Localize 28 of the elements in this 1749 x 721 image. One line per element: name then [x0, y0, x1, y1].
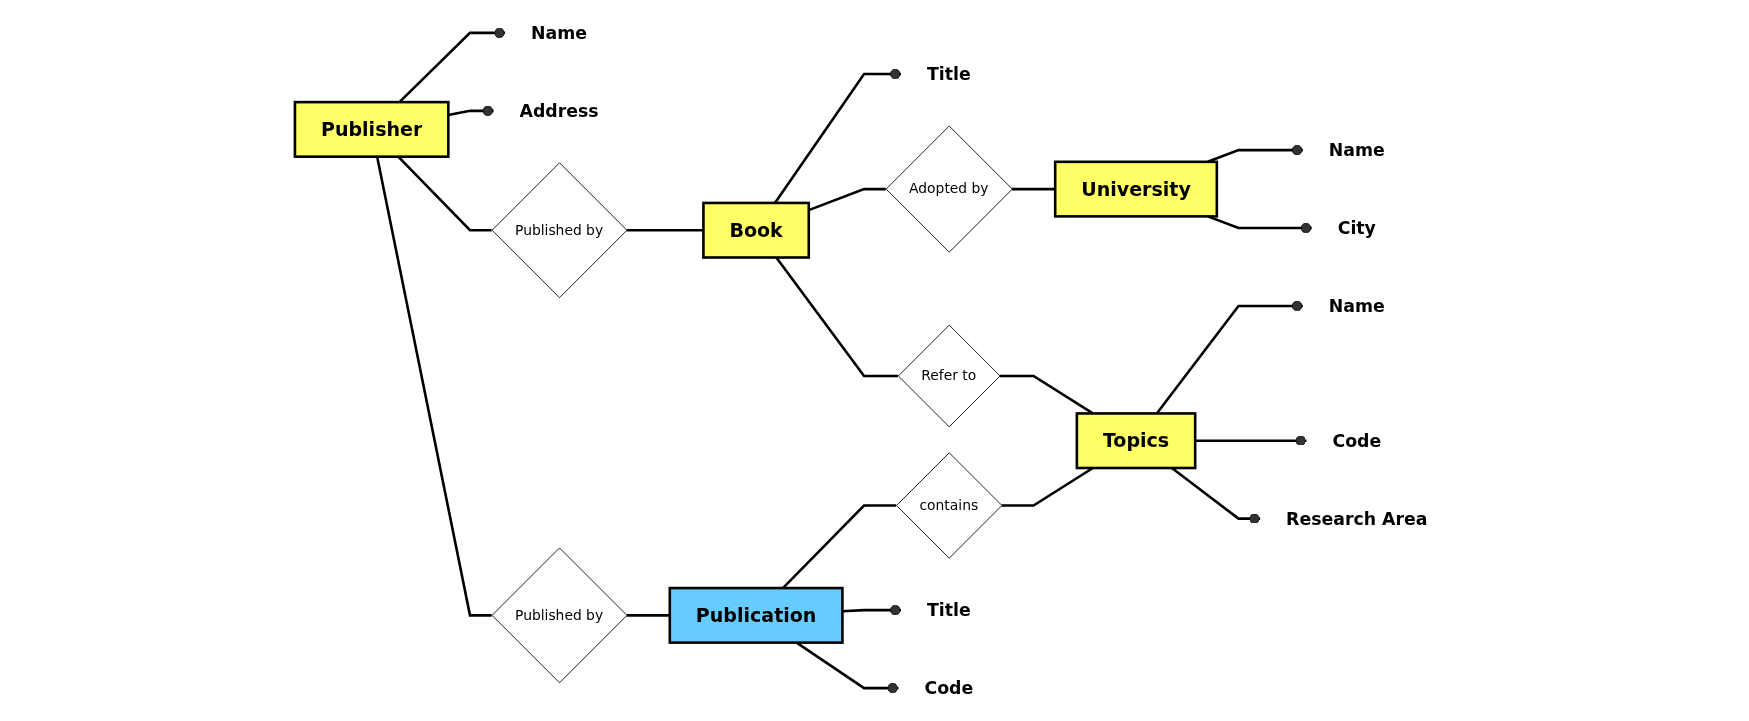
- connector: [376, 156, 492, 617]
- node-text: Title: [927, 599, 971, 621]
- node-text: Research Area: [1286, 508, 1428, 530]
- node-text: Code: [924, 677, 974, 699]
- node-text: Name: [1329, 139, 1386, 161]
- node-text: Name: [531, 22, 588, 44]
- connector: [626, 614, 671, 617]
- connector: [626, 228, 704, 232]
- node-text: City: [1337, 217, 1377, 239]
- node-text: Code: [1332, 430, 1382, 452]
- node-diamond: Published by: [491, 547, 628, 684]
- node-box: University: [1054, 160, 1219, 218]
- node-box: Book: [702, 201, 811, 259]
- node-diamond: Published by: [491, 162, 628, 299]
- connector: [1195, 435, 1307, 446]
- connector: [448, 105, 494, 117]
- node-box: Publication: [668, 586, 844, 644]
- node-diamond: Refer to: [898, 324, 1001, 428]
- node-text: Title: [927, 63, 971, 85]
- node-diamond: Adopted by: [886, 125, 1014, 253]
- node-text: Address: [519, 100, 599, 122]
- node-text: Name: [1329, 295, 1386, 317]
- connector: [1012, 187, 1056, 191]
- node-box: Topics: [1075, 412, 1197, 470]
- connector: [842, 604, 902, 616]
- node-diamond: contains: [896, 452, 1003, 559]
- node-box: Publisher: [293, 100, 450, 158]
- connector: [782, 504, 897, 589]
